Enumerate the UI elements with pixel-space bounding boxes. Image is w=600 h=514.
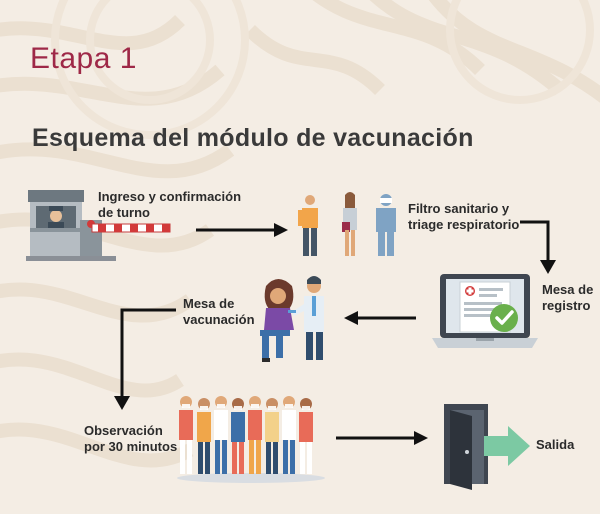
page-subtitle: Esquema del módulo de vacunación xyxy=(32,124,474,152)
arrow-left xyxy=(344,311,416,325)
health-staff-icon xyxy=(298,192,396,256)
step-label-salida: Salida xyxy=(536,437,575,452)
step-label-ingreso: Ingreso y confirmación de turno xyxy=(98,189,242,220)
arrow-elbow-down-left xyxy=(114,308,176,410)
arrow-right-1 xyxy=(196,223,288,237)
step-label-vacunacion: Mesa de vacunación xyxy=(183,296,255,327)
step-label-observacion: Observación por 30 minutos xyxy=(84,423,178,454)
exit-door-icon xyxy=(444,404,530,490)
crowd-icon xyxy=(177,396,325,483)
arrow-right-2 xyxy=(336,431,428,445)
step-label-filtro: Filtro sanitario y triage respiratorio xyxy=(408,201,520,232)
arrow-elbow-down xyxy=(520,220,556,274)
laptop-registration-icon xyxy=(432,274,538,348)
checkpoint-booth-icon xyxy=(26,190,171,261)
stage-title: Etapa 1 xyxy=(30,42,137,75)
vaccination-icon xyxy=(260,276,324,362)
step-label-registro: Mesa de registro xyxy=(542,282,594,313)
